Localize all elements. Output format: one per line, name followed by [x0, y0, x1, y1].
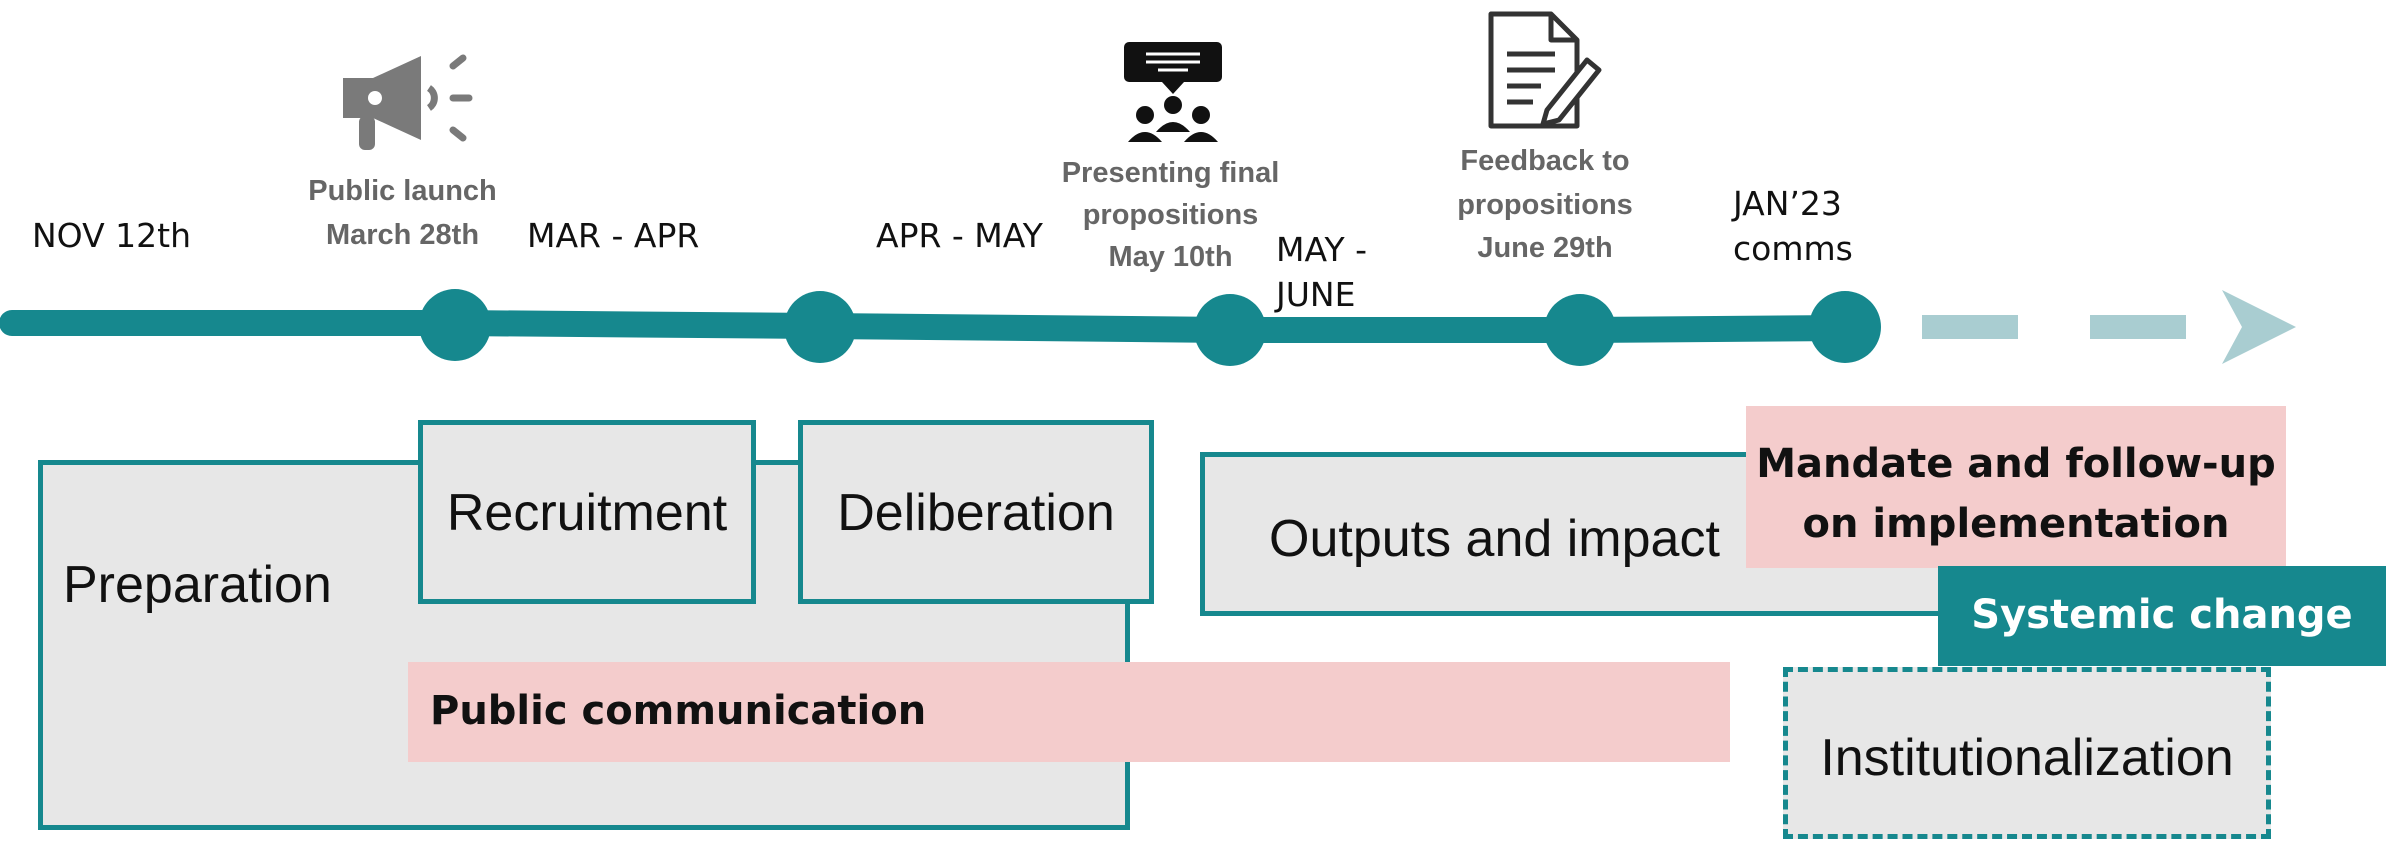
timeline-line: [0, 310, 1858, 343]
phase-mandate-line1: Mandate and follow-up: [1756, 441, 2276, 487]
date-jan: JAN’23 comms: [1733, 182, 1853, 271]
timeline-node-june: [1544, 294, 1616, 366]
timeline-node-apr: [784, 291, 856, 363]
milestone-present-line3: May 10th: [1108, 241, 1233, 274]
phase-deliberation: Deliberation: [798, 420, 1154, 604]
date-jan-line2: comms: [1733, 228, 1853, 268]
phase-outputs-label: Outputs and impact: [1269, 510, 1720, 568]
timeline-dash-2: [2090, 315, 2186, 339]
phase-public-communication-label: Public communication: [430, 688, 927, 734]
milestone-feedback: Feedback to propositions June 29th: [1420, 140, 1670, 271]
timeline-node-march: [419, 289, 491, 361]
milestone-present-line2: propositions: [1082, 199, 1259, 232]
milestone-presenting: Presenting final propositions May 10th: [1048, 152, 1293, 278]
milestone-launch-line2: March 28th: [325, 218, 480, 251]
date-may-june-line2: JUNE: [1276, 274, 1356, 314]
phase-systemic-change: Systemic change: [1938, 566, 2386, 666]
milestone-launch-line1: Public launch: [308, 175, 497, 207]
timeline-node-may: [1194, 294, 1266, 366]
phase-preparation-label: Preparation: [63, 556, 332, 614]
presentation-audience-icon: [1124, 42, 1222, 142]
phase-systemic-label: Systemic change: [1971, 592, 2353, 638]
milestone-feedback-line3: June 29th: [1477, 232, 1613, 264]
timeline-arrow-head: [2222, 290, 2296, 364]
phase-public-communication: Public communication: [408, 662, 1730, 762]
milestone-public-launch: Public launch March 28th: [280, 170, 525, 257]
phase-recruitment-label: Recruitment: [446, 484, 728, 542]
date-nov: NOV 12th: [32, 216, 191, 255]
phase-institutionalization: Institutionalization: [1783, 667, 2271, 839]
document-pen-icon: [1488, 11, 1602, 129]
phase-mandate-follow-up: Mandate and follow-up on implementation: [1746, 406, 2286, 568]
date-may-june-line1: MAY -: [1276, 230, 1368, 269]
phase-recruitment: Recruitment: [418, 420, 756, 604]
phase-deliberation-label: Deliberation: [837, 484, 1115, 542]
phase-mandate-line2: on implementation: [1802, 501, 2230, 547]
date-may-june: MAY - JUNE: [1276, 228, 1367, 317]
phase-mandate-label: Mandate and follow-up on implementation: [1746, 434, 2286, 554]
milestone-feedback-line2: propositions: [1457, 188, 1633, 221]
phase-institutionalization-label: Institutionalization: [1820, 729, 2234, 787]
date-mar-apr: MAR - APR: [527, 216, 700, 255]
milestone-present-line1: Presenting final: [1061, 157, 1280, 189]
date-apr-may: APR - MAY: [876, 216, 1043, 255]
milestone-feedback-line1: Feedback to: [1460, 145, 1630, 177]
timeline-dash-1: [1922, 315, 2018, 339]
date-jan-line1: JAN’23: [1733, 184, 1842, 223]
megaphone-icon: [343, 54, 473, 150]
timeline-node-jan: [1809, 291, 1881, 363]
